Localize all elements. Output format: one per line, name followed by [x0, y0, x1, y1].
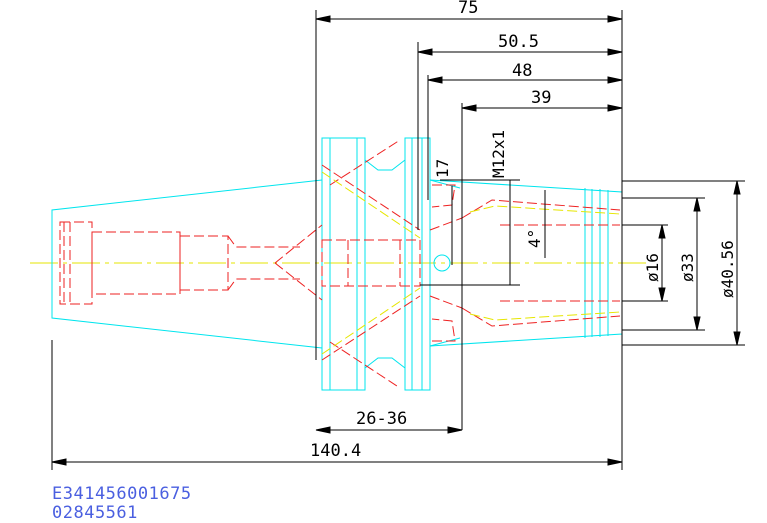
order-number: 02845561 [52, 503, 138, 523]
dim-39: 39 [531, 88, 551, 108]
part-number: E341456001675 [52, 484, 192, 504]
dim-17: 17 [433, 159, 452, 178]
dim-48: 48 [512, 61, 532, 81]
dim-dia-33: ø33 [678, 253, 697, 282]
dim-dia-40-56: ø40.56 [718, 240, 737, 298]
body-outline [51, 137, 623, 391]
dim-50-5: 50.5 [498, 32, 539, 52]
hidden-lines [59, 139, 621, 389]
dim-75: 75 [458, 0, 478, 18]
dimension-lines [51, 10, 745, 470]
dim-dia-16: ø16 [643, 253, 662, 282]
dim-26-36: 26-36 [356, 409, 407, 429]
dim-thread: M12x1 [489, 130, 508, 178]
chamfer-lines [321, 171, 621, 355]
dim-taper-angle: 4° [525, 229, 544, 248]
dim-140-4: 140.4 [310, 441, 361, 461]
